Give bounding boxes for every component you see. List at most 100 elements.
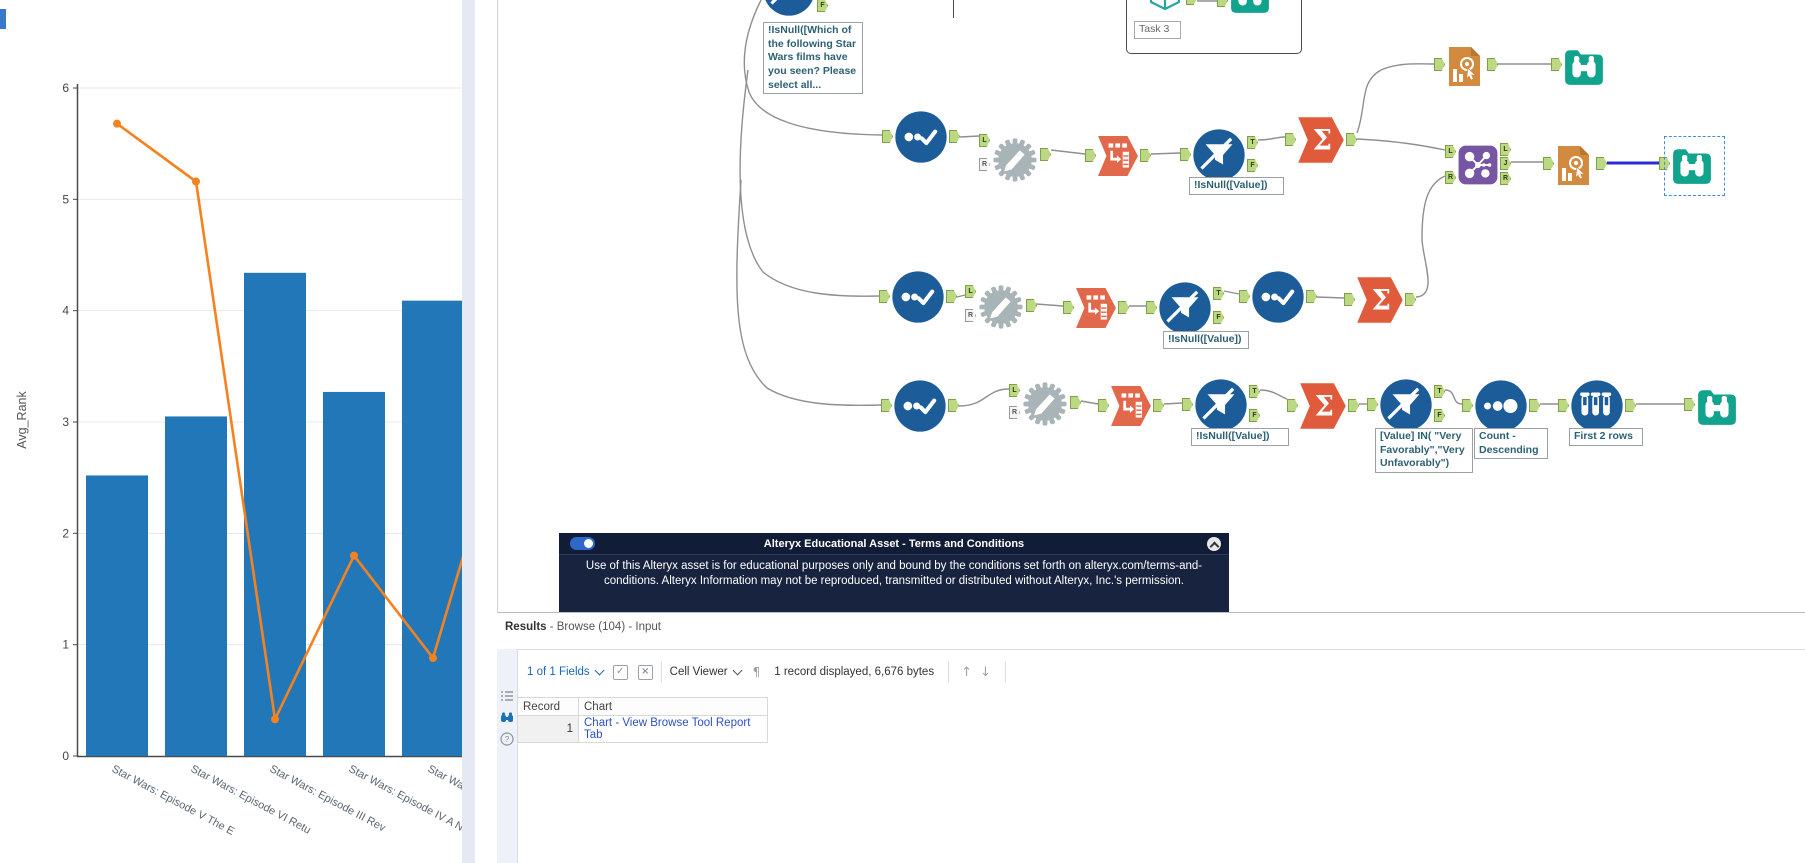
input-anchor-R[interactable]: R xyxy=(1009,406,1020,419)
chart-column-header[interactable]: Chart xyxy=(578,697,768,716)
unique-tool[interactable] xyxy=(893,379,947,433)
task-3-container[interactable] xyxy=(1126,0,1302,54)
output-anchor[interactable] xyxy=(1118,301,1129,314)
connection-wire[interactable] xyxy=(1356,138,1446,151)
input-anchor-L[interactable]: L xyxy=(965,285,976,298)
connection-wire[interactable] xyxy=(1223,290,1240,295)
table-row[interactable]: 1 Chart - View Browse Tool Report Tab xyxy=(517,715,768,743)
select-fields-icon[interactable]: ✓ xyxy=(612,664,628,680)
connection-wire[interactable] xyxy=(958,388,1010,407)
connection-wire[interactable] xyxy=(1050,149,1086,155)
output-anchor[interactable] xyxy=(1306,290,1317,303)
filter-tool[interactable] xyxy=(1158,281,1212,335)
summarize-tool[interactable]: Σ xyxy=(1356,276,1404,324)
input-anchor[interactable] xyxy=(1287,399,1298,412)
filter-tool[interactable] xyxy=(762,0,816,17)
tool-annotation[interactable]: !IsNull([Value]) xyxy=(1163,331,1249,349)
sort-tool[interactable] xyxy=(1474,379,1528,433)
tool-annotation[interactable]: First 2 rows xyxy=(1569,428,1643,446)
browse-view-icon[interactable] xyxy=(500,710,514,724)
input-anchor[interactable] xyxy=(1182,398,1193,411)
output-anchor[interactable] xyxy=(1487,58,1498,71)
macro-gear-tool[interactable] xyxy=(1021,380,1069,428)
output-anchor[interactable] xyxy=(946,290,957,303)
connection-wire[interactable] xyxy=(1356,63,1435,134)
output-anchor-F[interactable]: F xyxy=(1434,409,1445,422)
pilcrow-icon[interactable]: ¶ xyxy=(752,665,761,679)
input-anchor[interactable] xyxy=(1344,293,1355,306)
tool-annotation[interactable]: [Value] IN( "Very Favorably","Very Unfav… xyxy=(1375,428,1473,473)
output-anchor-F[interactable]: F xyxy=(1213,311,1224,324)
unique-tool[interactable] xyxy=(1251,270,1305,324)
input-anchor-L[interactable]: L xyxy=(1445,145,1456,158)
output-anchor-F[interactable]: F xyxy=(1247,159,1258,172)
browse-tool[interactable] xyxy=(1563,45,1605,87)
scroll-up-icon[interactable]: ↑ xyxy=(961,664,972,680)
connection-wire[interactable] xyxy=(1080,400,1099,405)
input-anchor-L[interactable]: L xyxy=(1009,384,1020,397)
output-anchor[interactable] xyxy=(1346,133,1357,146)
output-anchor[interactable] xyxy=(1140,149,1151,162)
input-anchor[interactable] xyxy=(1367,398,1378,411)
browse-tool[interactable] xyxy=(1671,144,1713,186)
chart-link-cell[interactable]: Chart - View Browse Tool Report Tab xyxy=(578,715,768,743)
record-column-header[interactable]: Record xyxy=(517,697,579,716)
connection-wire[interactable] xyxy=(1257,136,1286,141)
browse-tool[interactable] xyxy=(1696,385,1738,427)
scroll-down-icon[interactable]: ↓ xyxy=(979,664,991,680)
crosstab-tool[interactable] xyxy=(1075,287,1117,329)
input-data-tool[interactable] xyxy=(1145,0,1185,16)
output-anchor-R[interactable]: R xyxy=(1500,172,1511,185)
output-anchor-L[interactable]: L xyxy=(1500,143,1511,156)
toggle-switch[interactable] xyxy=(570,537,595,550)
output-anchor[interactable] xyxy=(1070,396,1081,409)
connection-wire[interactable] xyxy=(1150,152,1181,155)
output-anchor-F[interactable]: F xyxy=(817,0,828,12)
connection-wire[interactable] xyxy=(1415,175,1446,298)
connection-wire[interactable] xyxy=(743,0,883,136)
summarize-tool[interactable]: Σ xyxy=(1299,382,1347,430)
tool-annotation[interactable]: !IsNull([Value]) xyxy=(1191,428,1289,446)
input-anchor[interactable] xyxy=(1543,157,1554,170)
filter-tool[interactable] xyxy=(1194,378,1248,432)
input-anchor[interactable] xyxy=(882,130,893,143)
output-anchor[interactable] xyxy=(948,399,959,412)
input-anchor[interactable] xyxy=(1434,58,1445,71)
connection-wire[interactable] xyxy=(1163,402,1183,405)
connection-wire[interactable] xyxy=(1035,303,1064,307)
tool-annotation[interactable]: !IsNull([Value]) xyxy=(1189,177,1284,195)
connection-wire[interactable] xyxy=(736,179,882,407)
output-anchor-T[interactable]: T xyxy=(1434,385,1445,398)
interactive-chart-tool[interactable] xyxy=(1446,46,1486,86)
input-anchor[interactable] xyxy=(1285,133,1296,146)
output-anchor[interactable] xyxy=(1596,157,1607,170)
input-anchor[interactable] xyxy=(881,399,892,412)
input-anchor[interactable] xyxy=(1558,399,1569,412)
output-anchor[interactable] xyxy=(1040,148,1051,161)
macro-gear-tool[interactable] xyxy=(991,136,1039,184)
input-anchor-R[interactable]: R xyxy=(965,309,976,322)
macro-gear-tool[interactable] xyxy=(977,283,1025,331)
connection-wire[interactable] xyxy=(956,294,966,298)
help-icon[interactable]: ? xyxy=(500,732,514,746)
output-anchor[interactable] xyxy=(1153,399,1164,412)
input-anchor[interactable] xyxy=(1239,290,1250,303)
chart-panel-scrollbar[interactable] xyxy=(462,0,475,863)
sample-tool[interactable] xyxy=(1570,379,1624,433)
connection-wire[interactable] xyxy=(1444,389,1463,405)
container-label[interactable]: Task 3 xyxy=(1134,21,1181,39)
output-anchor-T[interactable]: T xyxy=(1213,287,1224,300)
unique-tool[interactable] xyxy=(891,270,945,324)
input-anchor[interactable] xyxy=(1462,399,1473,412)
output-anchor[interactable] xyxy=(1026,299,1037,312)
output-anchor-J[interactable]: J xyxy=(1500,157,1511,170)
connection-wire[interactable] xyxy=(739,69,880,297)
input-anchor[interactable] xyxy=(1098,399,1109,412)
input-anchor[interactable] xyxy=(1085,149,1096,162)
output-anchor-T[interactable]: T xyxy=(1249,385,1260,398)
input-anchor-L[interactable]: L xyxy=(979,134,990,147)
fields-dropdown[interactable]: 1 of 1 Fields xyxy=(527,665,605,678)
output-anchor[interactable] xyxy=(1625,399,1636,412)
interactive-chart-tool[interactable] xyxy=(1555,145,1595,185)
summarize-tool[interactable]: Σ xyxy=(1297,116,1345,164)
